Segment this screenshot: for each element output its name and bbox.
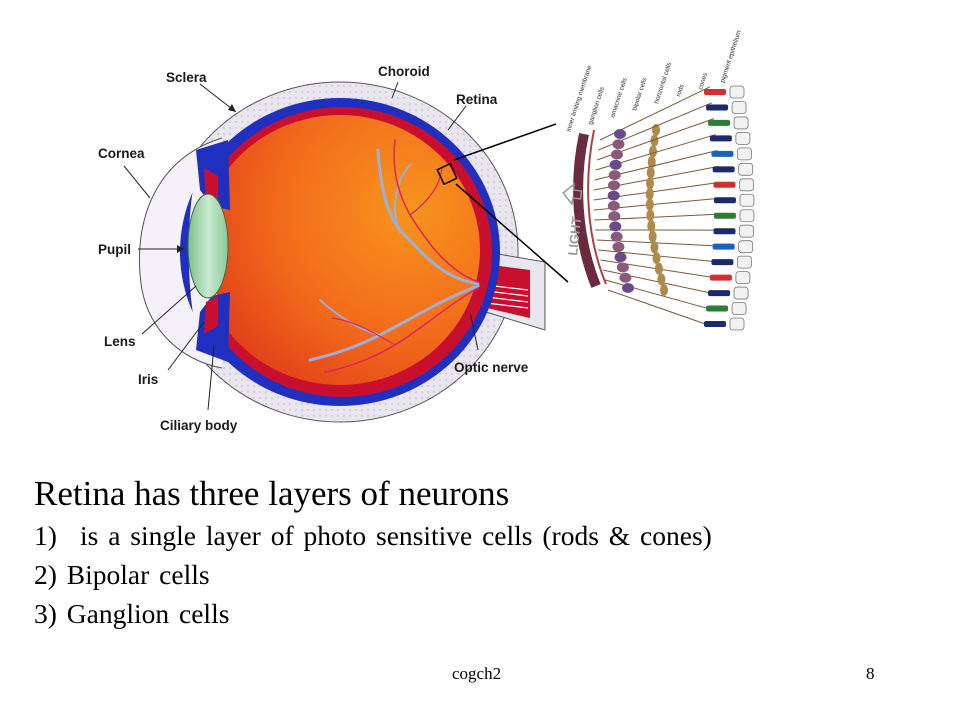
- label-ciliary-body: Ciliary body: [160, 418, 238, 433]
- list-text: Ganglion cells: [66, 598, 230, 629]
- label-pupil: Pupil: [98, 242, 131, 257]
- slide-heading: Retina has three layers of neurons: [34, 474, 510, 513]
- list-number: 2): [34, 559, 57, 590]
- retina-detail-marker: [436, 162, 458, 186]
- list-number: 1): [34, 520, 57, 551]
- connector-line-bottom: [455, 183, 569, 283]
- light-arrow-icon: [562, 182, 583, 206]
- list-number: 3): [34, 598, 57, 629]
- slide-text: Retina has three layers of neurons 1) is …: [34, 472, 934, 633]
- list-item: 1) is a single layer of photo sensitive c…: [34, 516, 934, 555]
- connector-line-top: [453, 123, 557, 161]
- light-label: LIGHT: [565, 216, 584, 256]
- label-arrowheads: [177, 104, 236, 253]
- label-cornea: Cornea: [98, 146, 145, 161]
- eyeball: [139, 81, 546, 423]
- list-item: 2) Bipolar cells: [34, 555, 934, 594]
- label-leader-lines: [123, 81, 479, 411]
- label-lens: Lens: [104, 334, 136, 349]
- vitreous-body: [200, 115, 480, 385]
- inset-layer-label: rods: [675, 83, 686, 98]
- label-optic-nerve: Optic nerve: [454, 360, 529, 375]
- list-text: is a single layer of photo sensitive cel…: [80, 520, 712, 551]
- label-choroid: Choroid: [378, 64, 430, 79]
- retinal-vessels: [308, 139, 480, 373]
- lens: [187, 193, 229, 299]
- footer-page-number: 8: [866, 664, 875, 683]
- list-item: 3) Ganglion cells: [34, 594, 934, 633]
- label-retina: Retina: [456, 92, 498, 107]
- label-iris: Iris: [138, 372, 158, 387]
- footer-course: cogch2: [452, 664, 502, 683]
- list-text: Bipolar cells: [66, 559, 210, 590]
- neuron-layer-list: 1) is a single layer of photo sensitive c…: [34, 516, 934, 633]
- label-sclera: Sclera: [166, 70, 207, 85]
